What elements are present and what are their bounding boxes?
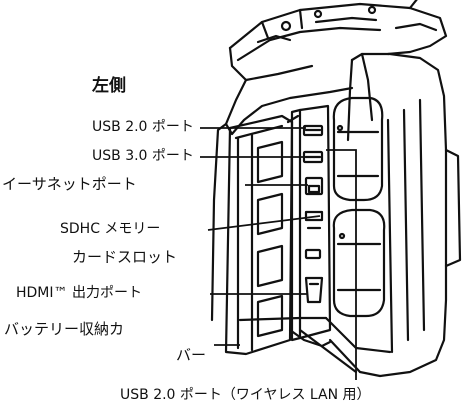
label-usb-wlan-port: USB 2.0 ポート（ワイヤレス LAN 用） — [120, 387, 371, 403]
callout-line-usb-wlan — [326, 149, 357, 380]
top-handle — [228, 0, 448, 82]
callout-lines — [200, 127, 357, 380]
label-usb30-port: USB 3.0 ポート — [92, 148, 194, 164]
label-hdmi-port: HDMI™ 出力ポート — [16, 285, 142, 301]
label-battery-line1: バッテリー収納カ — [4, 320, 125, 338]
label-sdhc-line2: カードスロット — [72, 248, 178, 266]
label-battery-line2: バー — [176, 346, 207, 364]
callout-line-sdhc — [207, 215, 321, 231]
device-body — [210, 52, 462, 378]
diagram-title: 左側 — [92, 76, 126, 96]
battery-bays — [332, 96, 386, 318]
port-panel — [290, 104, 332, 342]
label-sdhc-line1: SDHC メモリー — [60, 221, 161, 237]
label-usb20-port: USB 2.0 ポート — [92, 119, 194, 135]
label-ethernet-port: イーサネットポート — [2, 175, 137, 193]
battery-cover — [224, 114, 332, 356]
